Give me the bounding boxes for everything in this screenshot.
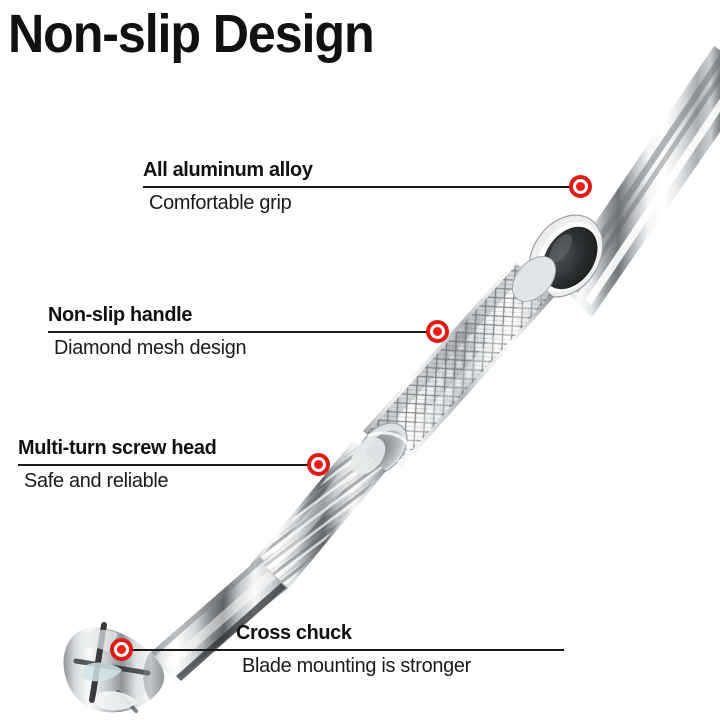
callout-leader-line <box>18 464 318 466</box>
callout-subtitle: Diamond mesh design <box>54 336 247 359</box>
target-marker-chuck-center <box>117 645 126 654</box>
callout-subtitle: Safe and reliable <box>24 469 169 492</box>
target-marker-tube-center <box>576 182 585 191</box>
callout-leader-line <box>143 186 580 188</box>
target-marker-handle-center <box>433 327 442 336</box>
callout-cross-chuck: Cross chuck Blade mounting is stronger <box>122 621 564 677</box>
callout-multi-turn-screw-head: Multi-turn screw head Safe and reliable <box>18 436 318 492</box>
callout-leader-line <box>48 331 438 333</box>
callout-title: Multi-turn screw head <box>18 436 217 459</box>
callout-all-aluminum-alloy: All aluminum alloy Comfortable grip <box>143 158 580 214</box>
callout-leader-line <box>122 649 564 651</box>
callout-non-slip-handle: Non-slip handle Diamond mesh design <box>48 303 438 359</box>
callout-title: Non-slip handle <box>48 303 193 326</box>
cross-chuck <box>63 622 165 713</box>
callout-title: All aluminum alloy <box>143 158 313 181</box>
target-marker-screw-center <box>314 460 323 469</box>
callout-subtitle: Comfortable grip <box>149 191 292 214</box>
page-title: Non-slip Design <box>8 4 375 64</box>
callout-subtitle: Blade mounting is stronger <box>242 654 471 677</box>
callout-title: Cross chuck <box>236 621 352 644</box>
